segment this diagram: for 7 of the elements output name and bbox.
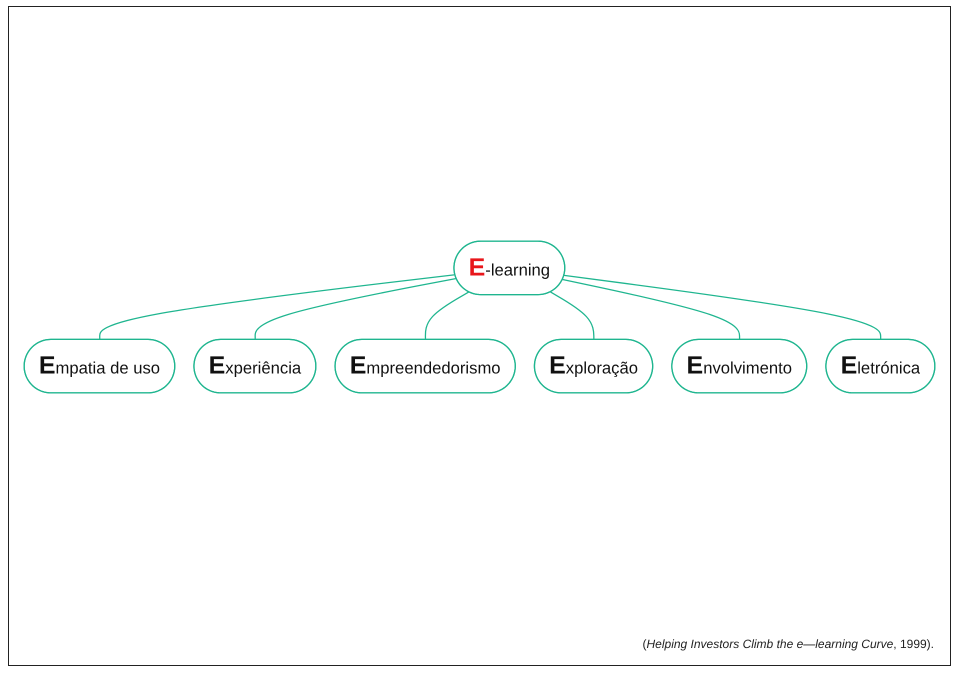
connector [562, 278, 740, 340]
connector [550, 291, 594, 340]
caption: (Helping Investors Climb the e—learning Curve, 1999). [642, 637, 934, 651]
connector [424, 291, 470, 340]
connector [254, 278, 456, 340]
connector [564, 274, 882, 340]
connector [99, 274, 456, 340]
